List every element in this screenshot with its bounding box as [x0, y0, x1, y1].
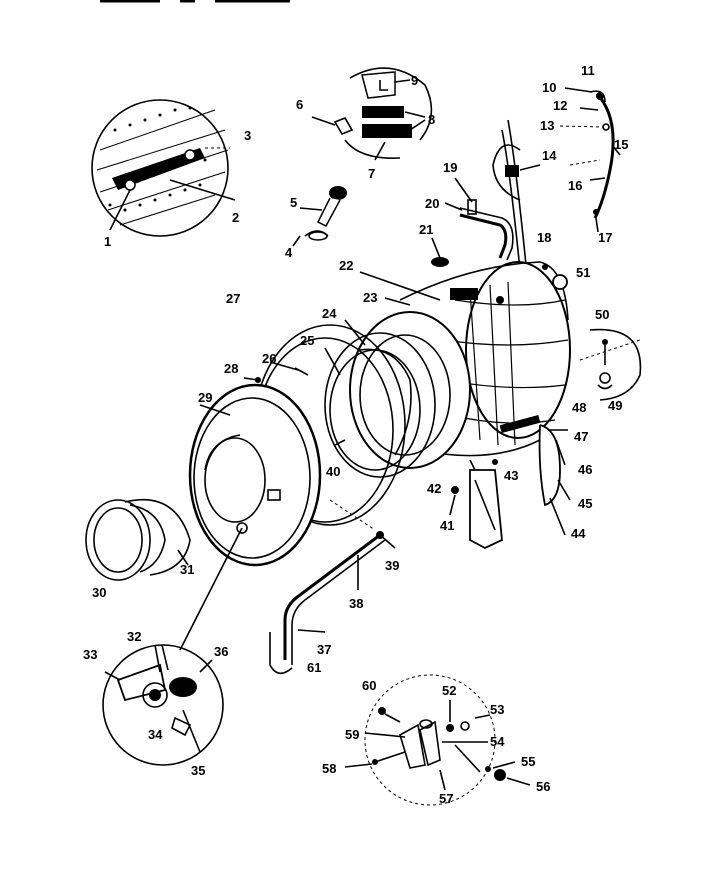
part-label-49: 49	[608, 398, 622, 413]
part-label-58: 58	[322, 761, 336, 776]
part-label-55: 55	[521, 754, 535, 769]
part-label-8: 8	[428, 112, 435, 127]
part-label-46: 46	[578, 462, 592, 477]
part-label-14: 14	[542, 148, 557, 163]
part-label-29: 29	[198, 390, 212, 405]
part-label-60: 60	[362, 678, 376, 693]
part-label-53: 53	[490, 702, 504, 717]
part-label-30: 30	[92, 585, 106, 600]
part-label-34: 34	[148, 727, 163, 742]
part-label-44: 44	[571, 526, 586, 541]
part-label-43: 43	[504, 468, 518, 483]
part-label-25: 25	[300, 333, 314, 348]
part-label-61: 61	[307, 660, 321, 675]
part-label-19: 19	[443, 160, 457, 175]
part-label-27: 27	[226, 291, 240, 306]
front-panel	[188, 383, 322, 567]
drain-hose	[269, 499, 396, 675]
part-label-31: 31	[180, 562, 194, 577]
part-label-13: 13	[540, 118, 554, 133]
part-label-48: 48	[572, 400, 586, 415]
suspension-spring	[559, 87, 621, 233]
part-label-17: 17	[598, 230, 612, 245]
part-label-41: 41	[440, 518, 454, 533]
part-label-59: 59	[345, 727, 359, 742]
detail-circle-hose	[492, 119, 541, 271]
part-labels: 1 2 3 4 5 6 7 8 9 10 11 12 13 14 15 16 1…	[83, 63, 628, 806]
part-label-15: 15	[614, 137, 628, 152]
part-label-23: 23	[363, 290, 377, 305]
part-label-35: 35	[191, 763, 205, 778]
part-label-3: 3	[244, 128, 251, 143]
part-label-42: 42	[427, 481, 441, 496]
part-label-26: 26	[262, 351, 276, 366]
part-label-4: 4	[285, 245, 293, 260]
part-label-2: 2	[232, 210, 239, 225]
part-label-20: 20	[425, 196, 439, 211]
part-label-52: 52	[442, 683, 456, 698]
part-label-39: 39	[385, 558, 399, 573]
drum-and-seals	[324, 311, 471, 478]
part-label-37: 37	[317, 642, 331, 657]
part-label-40: 40	[326, 464, 340, 479]
part-label-6: 6	[296, 97, 303, 112]
part-label-51: 51	[576, 265, 590, 280]
part-label-36: 36	[214, 644, 228, 659]
part-label-7: 7	[368, 166, 375, 181]
part-label-45: 45	[578, 496, 592, 511]
part-label-57: 57	[439, 791, 453, 806]
part-label-32: 32	[127, 629, 141, 644]
part-label-50: 50	[595, 307, 609, 322]
part-label-16: 16	[568, 178, 582, 193]
water-inlet-pipe	[431, 177, 514, 267]
detail-circle-rear	[542, 264, 642, 401]
part-label-9: 9	[411, 73, 418, 88]
part-label-5: 5	[290, 195, 297, 210]
detail-circle-control-parts	[311, 67, 433, 161]
part-label-18: 18	[537, 230, 551, 245]
part-label-1: 1	[104, 234, 111, 249]
part-label-28: 28	[224, 361, 238, 376]
part-label-22: 22	[339, 258, 353, 273]
part-label-10: 10	[542, 80, 556, 95]
part-label-21: 21	[419, 222, 433, 237]
part-label-54: 54	[490, 734, 505, 749]
part-label-12: 12	[553, 98, 567, 113]
detail-circle-pump-mount	[344, 674, 531, 806]
part-label-33: 33	[83, 647, 97, 662]
part-label-56: 56	[536, 779, 550, 794]
part-label-38: 38	[349, 596, 363, 611]
detail-circle-door-lock	[102, 527, 243, 766]
part-5-fitting	[292, 186, 347, 247]
damper-assembly	[449, 414, 571, 550]
door-ring	[85, 498, 191, 581]
part-label-11: 11	[581, 63, 595, 78]
part-label-47: 47	[574, 429, 588, 444]
part-label-24: 24	[322, 306, 337, 321]
detail-circle-drum-paddle	[91, 99, 236, 237]
